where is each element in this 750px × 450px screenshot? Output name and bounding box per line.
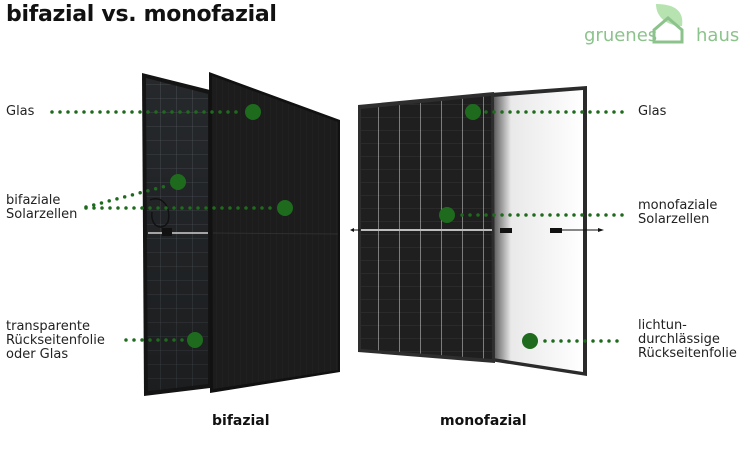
page-title: bifazial vs. monofazial: [6, 2, 277, 27]
label-right-opaque-back: lichtun- durchlässige Rückseitenfolie: [638, 318, 737, 361]
house-leaf-icon: [652, 4, 684, 44]
annotation-left-bifacial-cells: [84, 174, 293, 216]
label-right-monofacial-cells: monofaziale Solarzellen: [638, 198, 718, 227]
bifacial-panel-front: [209, 72, 340, 393]
marker-dot: [439, 207, 455, 223]
house-outline: [652, 16, 684, 44]
marker-dot: [522, 333, 538, 349]
annotation-right-opaque-back: [522, 333, 626, 349]
monofacial-panel-front: [350, 92, 495, 363]
annotation-right-glass: [465, 104, 626, 120]
logo-text-left: gruenes: [584, 25, 658, 46]
caption-bifacial: bifazial: [212, 413, 270, 429]
cable-icon: [149, 198, 170, 228]
marker-dot: [277, 200, 293, 216]
label-right-glass: Glas: [638, 104, 667, 119]
marker-dot: [465, 104, 481, 120]
marker-dot: [187, 332, 203, 348]
monofacial-panel-back: [490, 86, 604, 376]
caption-monofacial: monofazial: [440, 413, 527, 429]
marker-dot: [170, 174, 186, 190]
annotation-left-glass: [50, 104, 261, 120]
marker-dot: [245, 104, 261, 120]
bifacial-panel-back: [142, 73, 210, 396]
label-left-bifacial-cells: bifaziale Solarzellen: [6, 193, 78, 222]
logo-text-right: haus: [696, 25, 740, 46]
brand-logo: gruenes haus: [584, 2, 750, 50]
leaf-shape: [656, 4, 683, 26]
annotation-left-transparent-back: [124, 332, 203, 348]
label-left-glass: Glas: [6, 104, 35, 119]
label-left-transparent-back: transparente Rückseitenfolie oder Glas: [6, 319, 105, 362]
annotation-right-monofacial-cells: [439, 207, 632, 223]
